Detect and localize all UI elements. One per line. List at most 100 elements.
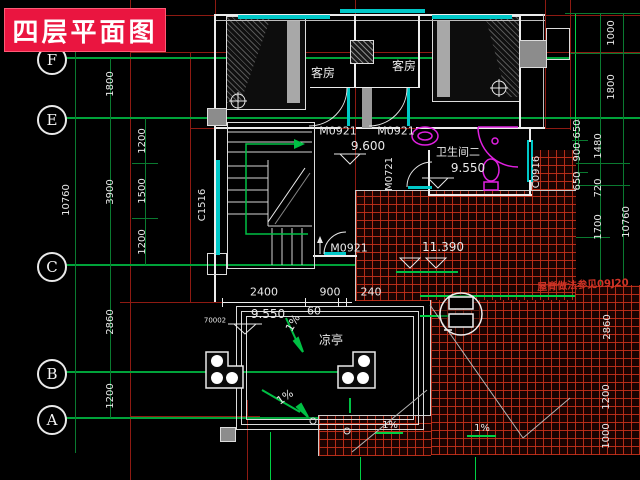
elevation-bathroom: 9.550 — [450, 161, 486, 175]
door-swing-arc — [368, 87, 408, 127]
red-grid-line — [130, 0, 131, 480]
dim-line — [110, 58, 111, 418]
wall — [310, 87, 420, 88]
grid-bubble-e: E — [37, 105, 67, 135]
column-symbol — [205, 351, 244, 389]
dim-tick — [570, 163, 630, 164]
dim-tick — [346, 298, 347, 307]
room-label-guest-left: 客房 — [310, 66, 336, 80]
point-marker — [309, 417, 317, 425]
bed-blanket — [287, 21, 300, 103]
slope-label-roof-a: 1% — [382, 420, 398, 431]
window-label-c0916: C0916 — [531, 155, 542, 189]
elevation-roof: 11.390 — [422, 240, 464, 254]
dim-right-outer: 1000 — [601, 423, 612, 449]
door-leaf — [324, 252, 346, 255]
dim-line — [75, 15, 76, 453]
door-label-m0721: M0721 — [384, 156, 395, 192]
dim-right-inner: 650 — [572, 171, 583, 191]
red-grid-line — [355, 0, 356, 195]
wall — [543, 14, 544, 128]
grid-bubble-c: C — [37, 252, 67, 282]
grid-stub — [360, 457, 361, 480]
dim-left-outer: 1200 — [105, 383, 116, 409]
dim-bottom-2400: 2400 — [250, 285, 278, 299]
dim-tick — [132, 218, 158, 219]
plant-icons — [229, 79, 508, 110]
dim-line — [623, 13, 624, 453]
dim-tick — [572, 172, 588, 173]
grid-bubble-label: F — [46, 51, 58, 69]
dim-line-bottom — [222, 302, 352, 303]
dim-tick — [132, 163, 158, 164]
roof-grid-line — [420, 315, 452, 317]
dim-line — [145, 118, 146, 265]
window-c0916 — [527, 140, 529, 182]
door-direction-arrow — [317, 236, 323, 254]
slope-label-roof-b: 1% — [474, 423, 490, 434]
window-c1516 — [216, 160, 220, 255]
slope-arrows — [261, 317, 351, 418]
roof-ridge-line — [522, 397, 571, 439]
wall — [416, 127, 545, 129]
dim-left-inner: 1500 — [137, 178, 148, 204]
sink-icon — [411, 126, 439, 146]
elevation-hall: 9.600 — [350, 139, 386, 153]
window — [340, 9, 425, 13]
axis-line-e — [63, 117, 640, 119]
elevation-marker-icons — [228, 153, 458, 335]
slope-arrow-icon — [261, 389, 301, 413]
dim-tick — [572, 140, 588, 141]
drawing-title-text: 四层平面图 — [12, 17, 158, 48]
room-label-pavilion: 凉亭 — [318, 333, 344, 347]
stair-walk-line — [245, 139, 308, 235]
dim-tick — [222, 298, 223, 307]
red-grid-line — [130, 416, 260, 417]
door-leaf — [407, 88, 410, 126]
red-grid-line — [190, 52, 191, 302]
elevation-marker-icon — [398, 257, 422, 269]
walkline-arrow — [294, 139, 305, 149]
elevation-marker-icon — [424, 257, 448, 269]
room-label-guest-right: 客房 — [391, 59, 417, 73]
wall-pier — [362, 88, 372, 128]
wall — [418, 14, 420, 88]
window — [432, 15, 512, 19]
bed-blanket — [437, 21, 450, 97]
wall — [215, 20, 545, 21]
axis-line-f — [63, 57, 570, 59]
column-symbol — [337, 351, 376, 389]
dim-left-overall: 10760 — [61, 184, 72, 216]
elevation-marker-icon — [338, 153, 362, 165]
bathroom-wall — [529, 127, 531, 142]
room-label-bathroom: 卫生间二 — [436, 145, 480, 159]
dim-right-overall: 10760 — [621, 206, 632, 238]
bed-left — [226, 16, 306, 110]
roof-drain-symbol — [439, 292, 483, 336]
roof-hatch-bottom — [318, 415, 431, 456]
red-grid-line — [247, 400, 248, 480]
window — [238, 15, 330, 19]
corner-block — [220, 427, 236, 442]
bathroom-wall — [529, 180, 531, 196]
red-grid-line — [570, 0, 571, 130]
grid-bubble-label: C — [46, 258, 58, 276]
terrace-railing — [246, 316, 414, 420]
dim-line — [578, 118, 579, 190]
bathroom-wall — [428, 150, 430, 196]
axis-line-c — [63, 264, 575, 266]
wall — [519, 14, 521, 128]
dim-right-outer: 1480 — [593, 133, 604, 159]
dim-line — [600, 13, 601, 453]
grid-bubble-label: E — [46, 111, 58, 129]
window-c0916 — [531, 140, 533, 182]
roof-ridge-line — [351, 389, 428, 453]
dim-tick — [338, 298, 339, 307]
door-swing-arc — [323, 231, 347, 255]
stair-treads — [228, 131, 312, 265]
elevation-terrace: 9.550 — [250, 307, 286, 321]
elevation-marker-icon — [426, 177, 450, 189]
dim-tick — [570, 185, 630, 186]
